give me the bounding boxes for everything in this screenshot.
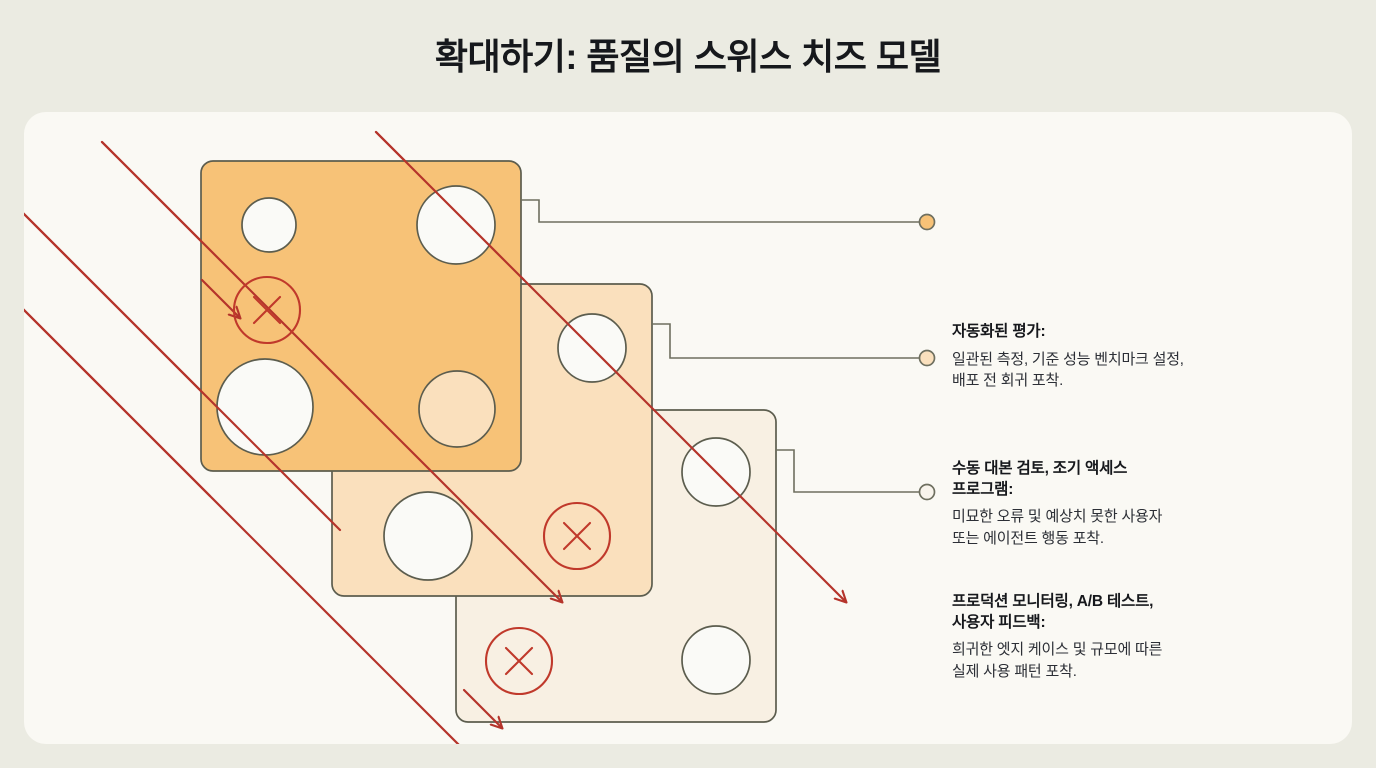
swiss-cheese-diagram [24,130,936,744]
diagram-card: 자동화된 평가: 일관된 측정, 기준 성능 벤치마크 설정, 배포 전 회귀 … [24,112,1352,744]
slice-1-hole-4 [418,370,496,448]
blocked-marker-3-ring [484,626,554,696]
legend-item-1-body: 일관된 측정, 기준 성능 벤치마크 설정, 배포 전 회귀 포착. [952,350,1184,389]
cheese-slice-1 [200,160,522,472]
blocked-marker-2-x-b [562,521,592,551]
legend-dot-1 [918,213,936,231]
hazard-line-escaped [374,130,846,602]
blocked-arrow-2 [522,562,562,602]
legend-item-3: 프로덕션 모니터링, A/B 테스트, 사용자 피드백: 희귀한 엣지 케이스 … [952,592,1324,682]
slice-1-hole-1 [241,197,297,253]
legend-item-3-body: 희귀한 엣지 케이스 및 규모에 따른 실제 사용 패턴 포착. [952,641,1163,680]
hazard-line-2-through [24,212,342,532]
legend-item-3-heading: 프로덕션 모니터링, A/B 테스트, 사용자 피드백: [952,593,1154,631]
blocked-marker-1-ring [232,275,302,345]
blocked-marker-2-ring [542,501,612,571]
hazard-line-1-through [100,140,526,566]
connector-3 [776,449,921,493]
slice-1-hole-3 [216,358,314,456]
legend-dot-3 [918,483,936,501]
hazard-lines-through [24,130,846,744]
legend-dot-2 [918,349,936,367]
legend-connector-dots [918,213,936,501]
page-title: 확대하기: 품질의 스위스 치즈 모델 [434,36,942,77]
connector-1 [521,199,921,223]
slice-3-hole-3 [681,625,751,695]
slice-2-hole-3 [383,491,473,581]
slice-1-hole-2 [416,185,496,265]
blocked-marker-slice-1 [232,275,302,345]
legend-item-1-heading: 자동화된 평가: [952,323,1046,340]
hazard-line-3-through [24,308,460,744]
blocked-marker-3-x-b [504,646,534,676]
blocked-markers [232,275,612,696]
legend-item-2-heading: 수동 대본 검토, 조기 액세스 프로그램: [952,460,1128,498]
blocked-arrow-3 [462,688,502,728]
legend-item-2: 수동 대본 검토, 조기 액세스 프로그램: 미묘한 오류 및 예상치 못한 사… [952,459,1324,549]
legend-item-2-body: 미묘한 오류 및 예상치 못한 사용자 또는 에이전트 행동 포착. [952,508,1163,547]
connector-2 [652,323,921,359]
blocked-marker-slice-3 [484,626,554,696]
blocked-marker-slice-2 [542,501,612,571]
legend-item-1: 자동화된 평가: 일관된 측정, 기준 성능 벤치마크 설정, 배포 전 회귀 … [952,322,1324,391]
legend-connectors [521,199,921,493]
blocked-marker-1-x-b [252,295,282,325]
